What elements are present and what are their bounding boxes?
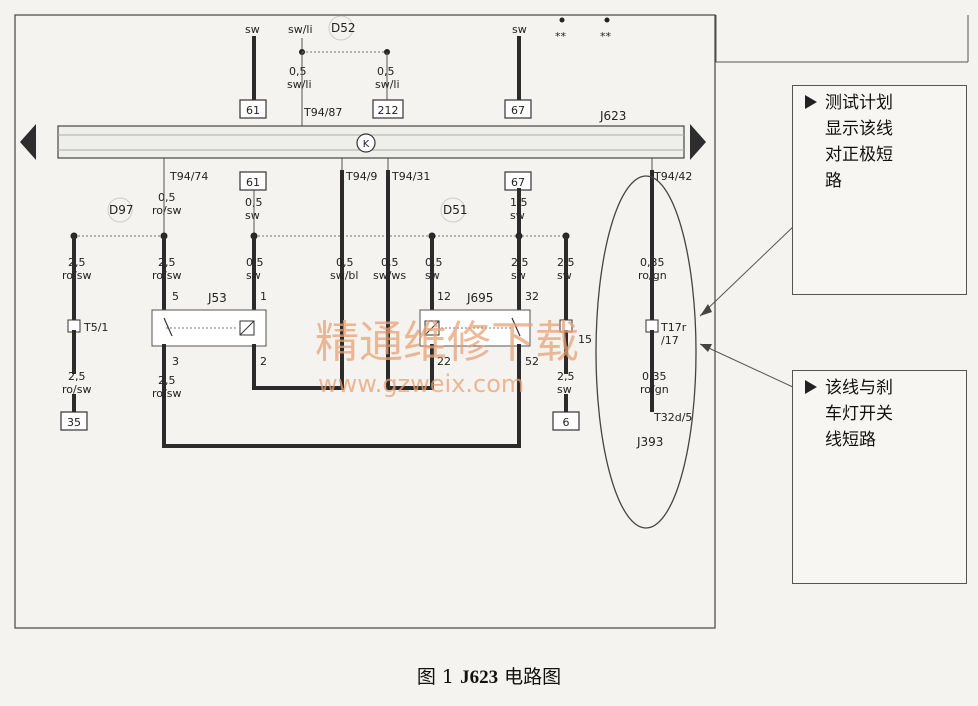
- svg-text:2: 2: [260, 355, 267, 368]
- svg-text:ro/sw: ro/sw: [152, 204, 181, 217]
- svg-text:2,5: 2,5: [557, 370, 575, 383]
- svg-text:2,5: 2,5: [68, 256, 86, 269]
- svg-text:12: 12: [437, 290, 451, 303]
- ground-k-symbol: [356, 133, 376, 153]
- note2-line-1: 该线与刹: [825, 378, 893, 398]
- svg-text:K: K: [363, 139, 370, 150]
- top-wire-1-color: sw: [245, 23, 260, 36]
- svg-text:61: 61: [246, 104, 260, 117]
- pointer-line-1: [699, 224, 796, 317]
- pointer-line-2: [699, 343, 796, 389]
- svg-text:6: 6: [563, 416, 570, 429]
- figure-caption: 图 1 J623 电路图: [416, 666, 562, 688]
- pin-t32d-5: T32d/5: [653, 411, 692, 424]
- svg-text:T5/1: T5/1: [83, 321, 108, 334]
- terminal-67-top: [504, 99, 532, 119]
- watermark-url: www.gzweix.com: [318, 370, 524, 398]
- svg-text:sw: sw: [512, 23, 527, 36]
- note2-line-3: 线短路: [825, 430, 876, 450]
- label-j623: J623: [599, 109, 626, 123]
- svg-text:2,5: 2,5: [158, 256, 176, 269]
- svg-text:0,5: 0,5: [381, 256, 399, 269]
- svg-text:ro/sw: ro/sw: [152, 269, 181, 282]
- highlight-ellipse: [595, 175, 697, 529]
- label-j695: J695: [466, 291, 493, 305]
- top-wire-2-color: sw/li: [288, 23, 313, 36]
- terminal-35: [60, 411, 88, 431]
- watermark-cn: 精通维修下载: [315, 317, 579, 368]
- terminal-61-top: [239, 99, 267, 119]
- label-d52: D52: [331, 21, 356, 35]
- svg-text:1: 1: [260, 290, 267, 303]
- svg-text:sw/ws: sw/ws: [373, 269, 406, 282]
- terminal-212: [372, 99, 404, 119]
- pin-t94-9: T94/9: [345, 170, 377, 183]
- svg-text:35: 35: [67, 416, 81, 429]
- note1-line-4: 路: [825, 171, 842, 191]
- svg-text:sw: sw: [245, 209, 260, 222]
- svg-text:67: 67: [511, 104, 525, 117]
- svg-text:5: 5: [172, 290, 179, 303]
- svg-text:ro/sw: ro/sw: [62, 383, 91, 396]
- top-right-panel: [715, 15, 968, 63]
- svg-text:sw: sw: [557, 383, 572, 396]
- svg-text:**: **: [555, 30, 567, 43]
- label-j53: J53: [207, 291, 227, 305]
- note1-line-3: 对正极短: [825, 145, 893, 165]
- svg-text:**: **: [600, 30, 612, 43]
- play-triangle-icon: [805, 380, 817, 394]
- svg-text:52: 52: [525, 355, 539, 368]
- svg-text:22: 22: [437, 355, 451, 368]
- svg-text:sw/bl: sw/bl: [330, 269, 358, 282]
- svg-text:/17: /17: [661, 334, 679, 347]
- pin-t94-87: T94/87: [303, 106, 342, 119]
- svg-text:0,5: 0,5: [289, 65, 307, 78]
- svg-text:0,5: 0,5: [377, 65, 395, 78]
- terminal-61-mid: [239, 171, 267, 191]
- svg-text:0,5: 0,5: [336, 256, 354, 269]
- svg-text:0,5: 0,5: [158, 191, 176, 204]
- terminal-6: [552, 411, 580, 431]
- note2-line-2: 车灯开关: [825, 404, 893, 424]
- svg-text:32: 32: [525, 290, 539, 303]
- left-arrow-icon: [20, 124, 36, 160]
- svg-text:ro/gn: ro/gn: [640, 383, 669, 396]
- svg-text:T17r: T17r: [660, 321, 687, 334]
- svg-text:2,5: 2,5: [68, 370, 86, 383]
- right-arrow-icon: [690, 124, 706, 160]
- svg-text:61: 61: [246, 176, 260, 189]
- pin-t94-74: T94/74: [169, 170, 208, 183]
- note1-line-1: 测试计划: [825, 93, 893, 113]
- svg-text:15: 15: [578, 333, 592, 346]
- label-d97: D97: [109, 203, 134, 217]
- svg-text:ro/sw: ro/sw: [62, 269, 91, 282]
- svg-text:0,35: 0,35: [642, 370, 667, 383]
- pin-t94-42: T94/42: [653, 170, 692, 183]
- svg-text:2,5: 2,5: [158, 374, 176, 387]
- svg-text:ro/sw: ro/sw: [152, 387, 181, 400]
- diagram-frame: [14, 14, 716, 629]
- svg-text:212: 212: [378, 104, 399, 117]
- label-d51: D51: [443, 203, 468, 217]
- pin-t94-31: T94/31: [391, 170, 430, 183]
- svg-text:67: 67: [511, 176, 525, 189]
- play-triangle-icon: [805, 95, 817, 109]
- annotation-note-2: 该线与刹 车灯开关 线短路: [792, 370, 967, 584]
- label-j393: J393: [636, 435, 663, 449]
- svg-text:sw/li: sw/li: [287, 78, 312, 91]
- note1-line-2: 显示该线: [825, 119, 893, 139]
- svg-text:3: 3: [172, 355, 179, 368]
- annotation-note-1: 测试计划 显示该线 对正极短 路: [792, 85, 967, 295]
